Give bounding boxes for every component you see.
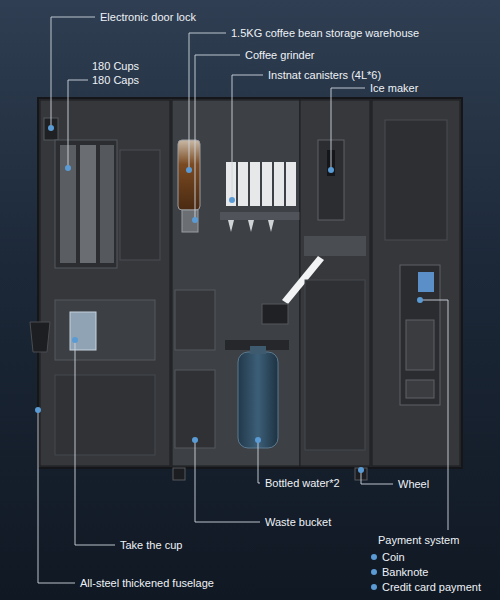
dispense-head	[262, 304, 288, 324]
cup-station	[55, 300, 155, 360]
part-label: Take the cup	[120, 538, 182, 552]
payment-unit	[400, 265, 440, 405]
cup-drop-chamber	[120, 150, 160, 260]
machine-body	[38, 98, 462, 468]
mixer-nozzles	[228, 220, 274, 232]
wheel	[173, 468, 185, 480]
leader-dot	[65, 165, 71, 171]
instant-canister	[262, 162, 272, 206]
leader-dots	[35, 125, 423, 590]
waste-bucket	[175, 370, 215, 448]
middle-cabinet	[172, 100, 300, 466]
leader-lines	[38, 17, 448, 583]
part-label: Coffee grinder	[245, 48, 315, 62]
part-label: All-steel thickened fuselage	[80, 576, 214, 590]
leader-dot	[192, 437, 198, 443]
leader-line	[331, 88, 365, 170]
brewer-unit	[175, 290, 215, 350]
section-label: Payment system	[378, 533, 459, 547]
right-interior	[300, 100, 370, 466]
instant-canister	[286, 162, 296, 206]
part-label: 1.5KG coffee bean storage warehouse	[231, 26, 419, 40]
leader-dot	[255, 437, 261, 443]
part-label: Ice maker	[370, 81, 418, 95]
leader-dot	[358, 467, 364, 473]
coin-box	[406, 380, 434, 398]
part-label: Wheel	[398, 477, 429, 491]
ice-bin	[305, 280, 365, 450]
leader-dot	[72, 337, 78, 343]
left-door	[40, 100, 170, 466]
instant-canister	[250, 162, 260, 206]
part-label: Electronic door lock	[100, 10, 196, 24]
bottle-cap	[250, 346, 266, 354]
payment-option: Banknote	[382, 565, 428, 579]
bill-acceptor	[406, 320, 434, 370]
leader-line	[75, 340, 115, 545]
leader-dot	[328, 167, 334, 173]
cup-column-frame	[55, 140, 117, 268]
leader-line	[258, 440, 260, 483]
leader-line	[68, 80, 88, 168]
water-bottle	[238, 352, 278, 448]
instant-canister	[226, 162, 236, 206]
leader-line	[232, 75, 263, 200]
bullet-dot	[371, 569, 377, 575]
grinder-body	[182, 210, 198, 232]
instant-canister	[274, 162, 284, 206]
door-lower-panel	[55, 375, 155, 455]
leader-dot	[417, 297, 423, 303]
cap-tube	[100, 145, 114, 263]
leader-dot	[229, 197, 235, 203]
part-label: 180 Cups	[92, 59, 139, 73]
cup-window	[70, 312, 96, 350]
payment-option: Credit card payment	[382, 580, 481, 594]
leader-line	[38, 410, 75, 583]
leader-dot	[35, 407, 41, 413]
payment-option: Coin	[382, 550, 405, 564]
door-panel	[385, 120, 447, 240]
leader-line	[51, 17, 95, 128]
cup-tube	[80, 145, 96, 263]
leader-dot	[192, 217, 198, 223]
instant-canister	[238, 162, 248, 206]
right-door	[372, 100, 460, 466]
bullet-dot	[371, 554, 377, 560]
leader-line	[361, 470, 393, 484]
part-label: Instnat canisters (4L*6)	[268, 68, 381, 82]
card-reader-screen	[418, 272, 434, 292]
bullet-dot	[371, 584, 377, 590]
part-label: Waste bucket	[265, 515, 331, 529]
take-cup-hatch	[30, 322, 50, 352]
leader-dot	[186, 167, 192, 173]
leader-line	[195, 55, 240, 220]
mixer-rail	[220, 212, 300, 220]
part-label: 180 Caps	[92, 73, 139, 87]
ice-hopper	[304, 236, 366, 256]
leader-line	[195, 440, 260, 522]
leader-dot	[48, 125, 54, 131]
leader-line	[420, 300, 448, 530]
part-label: Bottled water*2	[265, 476, 340, 490]
